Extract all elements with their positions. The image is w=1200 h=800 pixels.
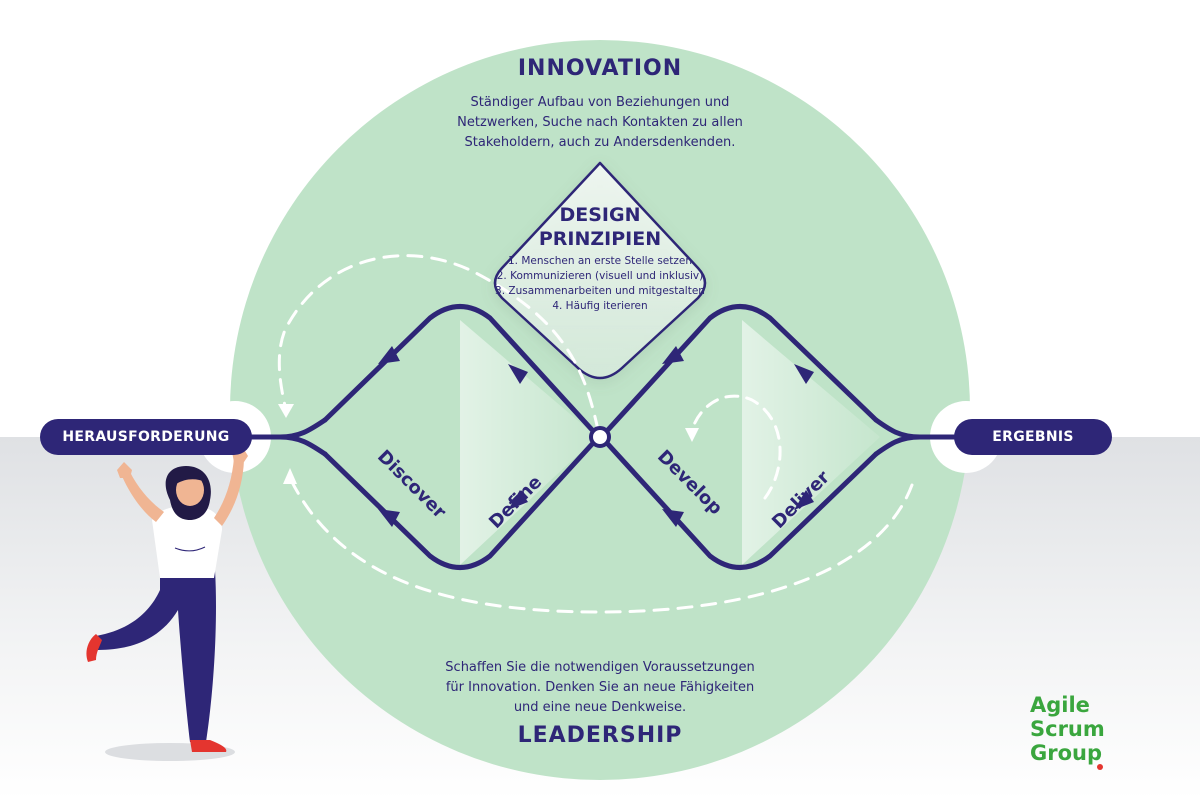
design-title-line: DESIGN — [559, 204, 641, 226]
design-principle-item: 2. Kommunizieren (visuell und inklusiv) — [496, 270, 704, 282]
output-line-lower — [873, 434, 923, 457]
design-principle-item: 3. Zusammenarbeiten und mitgestalten — [495, 285, 705, 297]
logo-line: Agile — [1030, 693, 1090, 717]
define-arrow-upper — [508, 364, 528, 384]
design-principles-title: DESIGN PRINZIPIEN — [500, 203, 700, 251]
innovation-title: INNOVATION — [517, 56, 683, 81]
deliver-arrow-lower — [794, 490, 814, 510]
logo-line: Group — [1030, 741, 1103, 765]
leadership-description: Schaffen Sie die notwendigen Voraussetzu… — [420, 658, 780, 718]
challenge-pill: HERAUSFORDERUNG — [40, 419, 252, 455]
input-line-lower — [277, 434, 328, 457]
define-arrow-lower — [508, 490, 528, 510]
deliver-arrow-upper — [794, 364, 814, 384]
leadership-line: und eine neue Denkweise. — [513, 700, 687, 715]
logo-line: Scrum — [1030, 717, 1105, 741]
design-title-line: PRINZIPIEN — [538, 228, 662, 250]
leadership-loop-arrowhead — [283, 468, 297, 484]
leadership-title: LEADERSHIP — [517, 723, 683, 748]
innovation-loop-arrow — [277, 254, 600, 432]
leadership-line: Schaffen Sie die notwendigen Voraussetzu… — [445, 660, 755, 675]
design-principle-item: 4. Häufig iterieren — [552, 300, 648, 312]
background-circle — [230, 40, 970, 780]
innovation-loop-arrowhead — [278, 404, 294, 418]
innovation-line: Netzwerken, Suche nach Kontakten zu alle… — [457, 115, 743, 130]
diamond-1-upper — [322, 304, 597, 435]
woman-illustration — [86, 446, 248, 761]
leadership-loop-arrow — [288, 476, 914, 614]
innovation-line: Ständiger Aufbau von Beziehungen und — [470, 95, 730, 110]
logo-dot — [1097, 764, 1103, 770]
deliver-facet — [742, 320, 880, 565]
define-facet — [460, 320, 597, 565]
leadership-line: für Innovation. Denken Sie an neue Fähig… — [445, 680, 755, 695]
diamond-2-upper — [603, 304, 879, 435]
diamond-2-lower — [603, 439, 879, 570]
develop-arrow-lower — [662, 509, 684, 527]
discover-arrow-upper — [378, 346, 400, 364]
discover-arrow-lower — [378, 509, 400, 527]
innovation-line: Stakeholdern, auch zu Andersdenkenden. — [464, 135, 736, 150]
result-pill: ERGEBNIS — [954, 419, 1112, 455]
design-principle-item: 1. Menschen an erste Stelle setzen — [507, 255, 693, 267]
agile-scrum-group-logo: Agile Scrum Group — [1030, 693, 1105, 765]
diamond-1-lower — [322, 439, 597, 570]
develop-loop-arrow — [690, 394, 782, 500]
center-node — [589, 426, 611, 448]
innovation-description: Ständiger Aufbau von Beziehungen und Net… — [430, 93, 770, 153]
develop-arrow-upper — [662, 346, 684, 364]
develop-loop-arrowhead — [685, 428, 699, 442]
design-principles-list: 1. Menschen an erste Stelle setzen 2. Ko… — [470, 254, 730, 314]
